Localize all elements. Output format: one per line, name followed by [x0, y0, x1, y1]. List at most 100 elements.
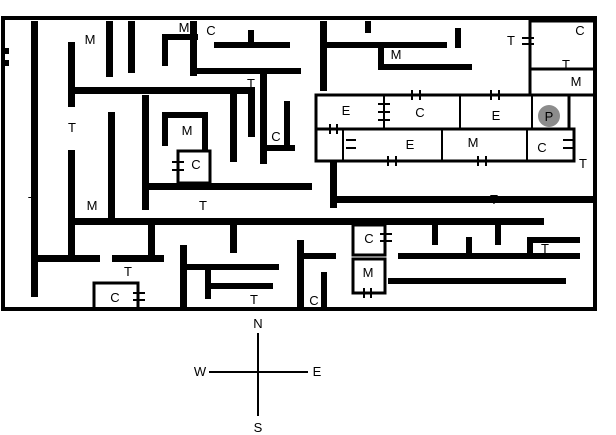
wall [248, 87, 255, 137]
wall [466, 237, 472, 255]
label-m: M [85, 32, 96, 47]
wall [527, 237, 533, 255]
label-t: T [247, 76, 255, 91]
wall [398, 253, 580, 259]
wall [214, 42, 290, 48]
player-label: P [545, 109, 554, 124]
doors [133, 37, 573, 301]
wall [267, 145, 295, 151]
compass-east: E [313, 364, 322, 379]
wall [527, 237, 580, 243]
label-m: M [468, 135, 479, 150]
label-c: C [191, 157, 200, 172]
wall [230, 225, 237, 253]
wall [320, 21, 327, 91]
wall [388, 278, 566, 284]
label-c: C [415, 105, 424, 120]
wall [260, 74, 267, 164]
wall [3, 48, 9, 54]
wall [304, 253, 336, 259]
label-m: M [571, 74, 582, 89]
room-m-mid [351, 257, 387, 295]
wall [321, 272, 327, 309]
label-m: M [179, 20, 190, 35]
wall [3, 60, 9, 66]
wall [112, 255, 164, 262]
compass-north: N [253, 316, 262, 331]
wall [162, 34, 198, 40]
label-t: T [541, 241, 549, 256]
label-m: M [182, 123, 193, 138]
label-t: T [199, 198, 207, 213]
wall [230, 92, 237, 162]
wall [190, 21, 197, 76]
room-c-bottom-left [92, 281, 140, 311]
wall [202, 112, 208, 152]
wall [68, 150, 75, 255]
wall [384, 64, 472, 70]
label-e: E [342, 103, 351, 118]
label-e: E [406, 137, 415, 152]
wall [211, 283, 273, 289]
label-t: T [579, 156, 587, 171]
wall [162, 112, 208, 118]
maze-walls [3, 21, 595, 309]
wall [180, 245, 187, 309]
wall [330, 160, 337, 208]
label-t: T [28, 194, 36, 209]
room-block-lower [314, 127, 576, 163]
rooms [92, 19, 597, 311]
wall [142, 95, 149, 210]
player-token[interactable]: P [538, 105, 560, 127]
label-e: E [492, 108, 501, 123]
label-c: C [364, 231, 373, 246]
wall [327, 42, 447, 48]
label-c: C [271, 129, 280, 144]
wall [128, 21, 135, 73]
room-top-right-m [528, 69, 595, 97]
label-c: C [309, 293, 318, 308]
wall [75, 218, 544, 225]
wall [31, 21, 38, 297]
compass-rose: N S W E [194, 316, 322, 435]
compass-west: W [194, 364, 207, 379]
wall [68, 42, 75, 107]
label-c: C [110, 290, 119, 305]
wall [495, 225, 501, 245]
wall [455, 28, 461, 48]
map-labels: M M M M M M M M C C C C C C C C C T T T … [28, 20, 587, 308]
label-c: C [537, 140, 546, 155]
wall [38, 255, 100, 262]
wall [432, 225, 438, 245]
compass-south: S [254, 420, 263, 435]
label-m: M [391, 47, 402, 62]
room-c-inner [176, 149, 212, 185]
wall [187, 264, 279, 270]
label-m: M [363, 265, 374, 280]
wall [284, 101, 290, 146]
label-t: T [124, 264, 132, 279]
wall [378, 48, 384, 70]
wall [162, 112, 168, 146]
player-circle[interactable] [538, 105, 560, 127]
label-t: T [68, 120, 76, 135]
wall [365, 21, 371, 33]
wall [75, 87, 255, 94]
label-c: C [575, 23, 584, 38]
label-t: T [562, 57, 570, 72]
wall [108, 112, 115, 218]
label-c: C [206, 23, 215, 38]
wall [337, 196, 595, 203]
wall [297, 240, 304, 309]
wall [106, 21, 113, 77]
label-t: T [490, 192, 498, 207]
label-t: T [507, 33, 515, 48]
wall [248, 30, 254, 44]
wall [197, 68, 301, 74]
wall [162, 34, 168, 66]
label-m: M [87, 198, 98, 213]
label-t: T [250, 292, 258, 307]
wall [148, 225, 155, 255]
wall [205, 264, 211, 299]
